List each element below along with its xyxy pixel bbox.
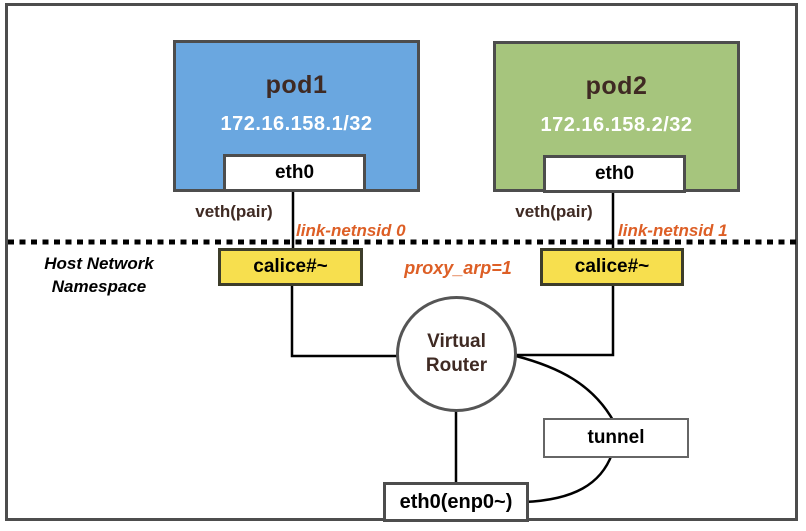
host-ns-line2: Namespace [51,276,147,296]
virtual-router-line1: Virtual [427,331,486,353]
host-network-namespace-label: Host Network Namespace [18,253,180,299]
tunnel-to-hostnic-curve [523,453,614,504]
veth-pair-label-left: veth(pair) [195,202,273,221]
calico-left-to-router-line [290,284,400,358]
link-netnsid-0-label: link-netnsid 0 [296,221,406,240]
pod1-title: pod1 [265,71,328,99]
pod1-ip-address: 172.16.158.1/32 [220,113,373,135]
pod2-ip-address: 172.16.158.2/32 [540,114,693,136]
pod1-eth0-interface: eth0 [223,154,366,192]
host-ns-line1: Host Network [44,254,154,273]
pod2-box: pod2 172.16.158.2/32 eth0 [493,41,740,193]
host-nic-node: eth0(enp0~) [383,482,529,522]
proxy-arp-label: proxy_arp=1 [404,258,512,278]
pod2-eth0-interface: eth0 [543,155,686,193]
pod1-box: pod1 172.16.158.1/32 eth0 [173,40,420,192]
link-netnsid-1-label: link-netnsid 1 [618,221,728,240]
tunnel-node: tunnel [543,418,689,458]
router-to-tunnel-curve [515,354,616,423]
calico-right-to-router-line [514,284,615,357]
veth-pair-label-right: veth(pair) [515,202,593,221]
calico-interface-left: calice#~ [218,248,363,286]
calico-interface-right: calice#~ [540,248,684,286]
pod2-title: pod2 [585,72,648,100]
virtual-router-node: Virtual Router [396,296,517,412]
virtual-router-line2: Router [425,355,488,376]
